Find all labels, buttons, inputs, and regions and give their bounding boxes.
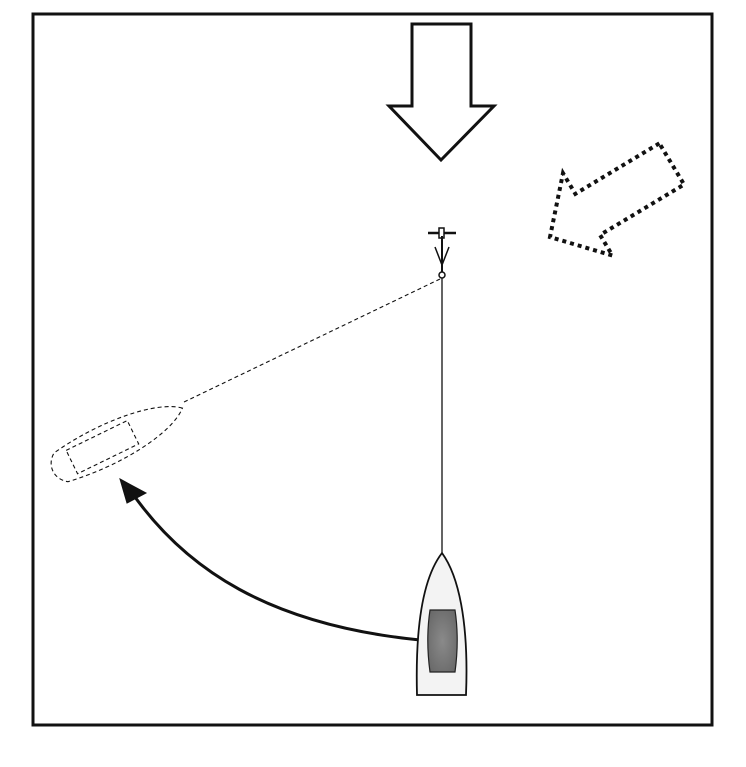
anchor-icon [428,228,456,278]
boat-cockpit [428,610,458,672]
anchor-rode-new [182,279,440,403]
diagram-frame [33,14,712,725]
boat-current [417,553,467,695]
boat-new-position [44,390,191,489]
wind-arrow-current-icon [389,24,494,160]
wind-arrow-shift-icon [525,123,696,278]
swing-arrow [130,490,420,640]
swing-arrowhead-icon [120,479,146,503]
